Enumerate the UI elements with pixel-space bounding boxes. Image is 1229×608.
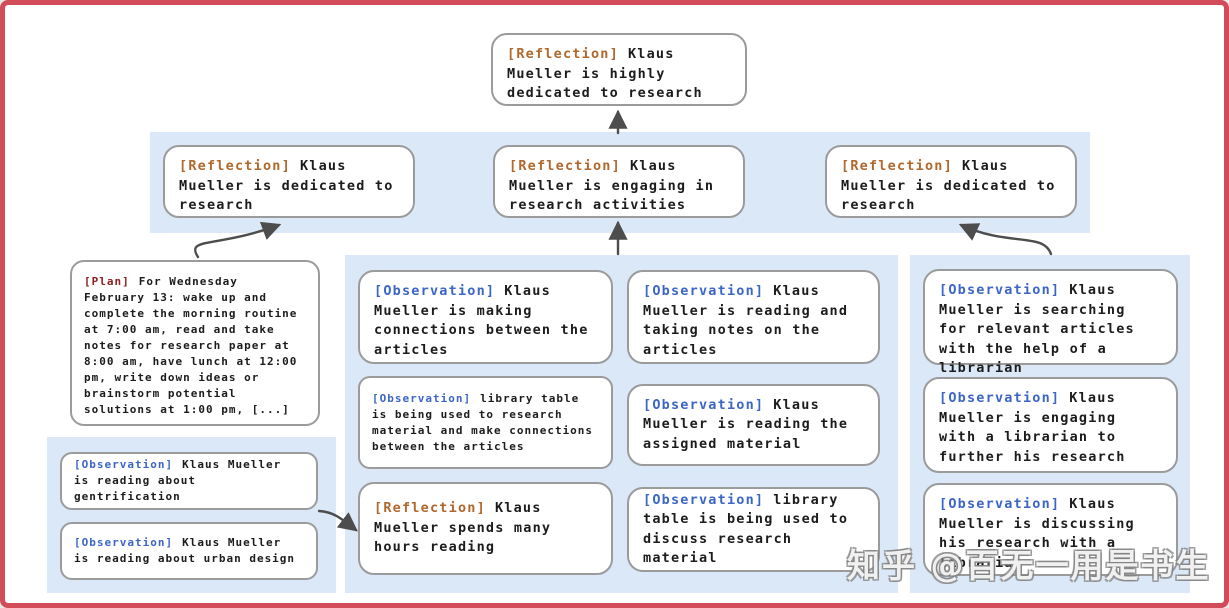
node-observation-library-table-research: [Observation]library table is being used… [358,376,613,469]
observation-tag: [Observation] [372,391,472,405]
node-observation-discussing-research: [Observation]Klaus Mueller is discussing… [923,483,1178,576]
node-text: Klaus Mueller is reading the assigned ma… [643,396,849,452]
reflection-tag: [Reflection] [507,46,619,62]
node-text: Klaus Mueller is reading about gentrific… [74,458,282,503]
node-text: Klaus Mueller is searching for relevant … [939,282,1135,376]
observation-tag: [Observation] [74,458,174,471]
node-reflection-l2-2: [Reflection]Klaus Mueller is engaging in… [493,145,745,218]
node-text: library table is being used to research … [372,391,594,453]
watermark: 知乎 @百无一用是书生 [847,546,1211,585]
node-observation-urban-design: [Observation]Klaus Mueller is reading ab… [60,522,318,580]
node-text: Klaus Mueller is reading about urban des… [74,536,296,565]
reflection-tag: [Reflection] [179,158,291,174]
node-text: Klaus Mueller is engaging with a librari… [939,390,1126,465]
observation-tag: [Observation] [939,282,1061,298]
reflection-tag: [Reflection] [509,158,621,174]
node-reflection-hours-reading: [Reflection]Klaus Mueller spends many ho… [358,482,613,575]
node-text: For Wednesday February 13: wake up and c… [84,275,298,416]
node-text: library table is being used to discuss r… [643,491,849,567]
observation-tag: [Observation] [374,283,496,299]
reflection-tag: [Reflection] [374,500,486,517]
node-text: Klaus Mueller is making connections betw… [374,283,589,358]
observation-tag: [Observation] [939,496,1061,512]
observation-tag: [Observation] [643,283,765,299]
node-plan: [Plan]For Wednesday February 13: wake up… [70,260,320,426]
node-reflection-l2-1: [Reflection]Klaus Mueller is dedicated t… [163,145,415,218]
node-observation-engaging-librarian: [Observation]Klaus Mueller is engaging w… [923,377,1178,473]
node-observation-library-table-discuss: [Observation]library table is being used… [627,487,880,572]
node-observation-making-connections: [Observation]Klaus Mueller is making con… [358,270,613,364]
node-text: Klaus Mueller spends many hours reading [374,500,552,556]
observation-tag: [Observation] [939,390,1061,406]
node-reflection-l2-3: [Reflection]Klaus Mueller is dedicated t… [825,145,1077,218]
node-observation-gentrification: [Observation]Klaus Mueller is reading ab… [60,452,318,510]
plan-tag: [Plan] [84,275,130,288]
node-text: Klaus Mueller is dedicated to research [841,158,1056,213]
node-text: Klaus Mueller is discussing his research… [939,496,1135,571]
node-text: Klaus Mueller is highly dedicated to res… [507,46,703,101]
reflection-tag: [Reflection] [841,158,953,174]
observation-tag: [Observation] [74,536,174,549]
node-text: Klaus Mueller is engaging in research ac… [509,158,715,213]
node-observation-searching-articles: [Observation]Klaus Mueller is searching … [923,269,1178,376]
observation-tag: [Observation] [643,396,765,413]
node-observation-assigned-material: [Observation]Klaus Mueller is reading th… [627,384,880,466]
node-observation-taking-notes: [Observation]Klaus Mueller is reading an… [627,270,880,364]
node-reflection-root: [Reflection]Klaus Mueller is highly dedi… [491,33,747,106]
node-text: Klaus Mueller is reading and taking note… [643,283,849,358]
observation-tag: [Observation] [643,491,765,508]
node-text: Klaus Mueller is dedicated to research [179,158,394,213]
